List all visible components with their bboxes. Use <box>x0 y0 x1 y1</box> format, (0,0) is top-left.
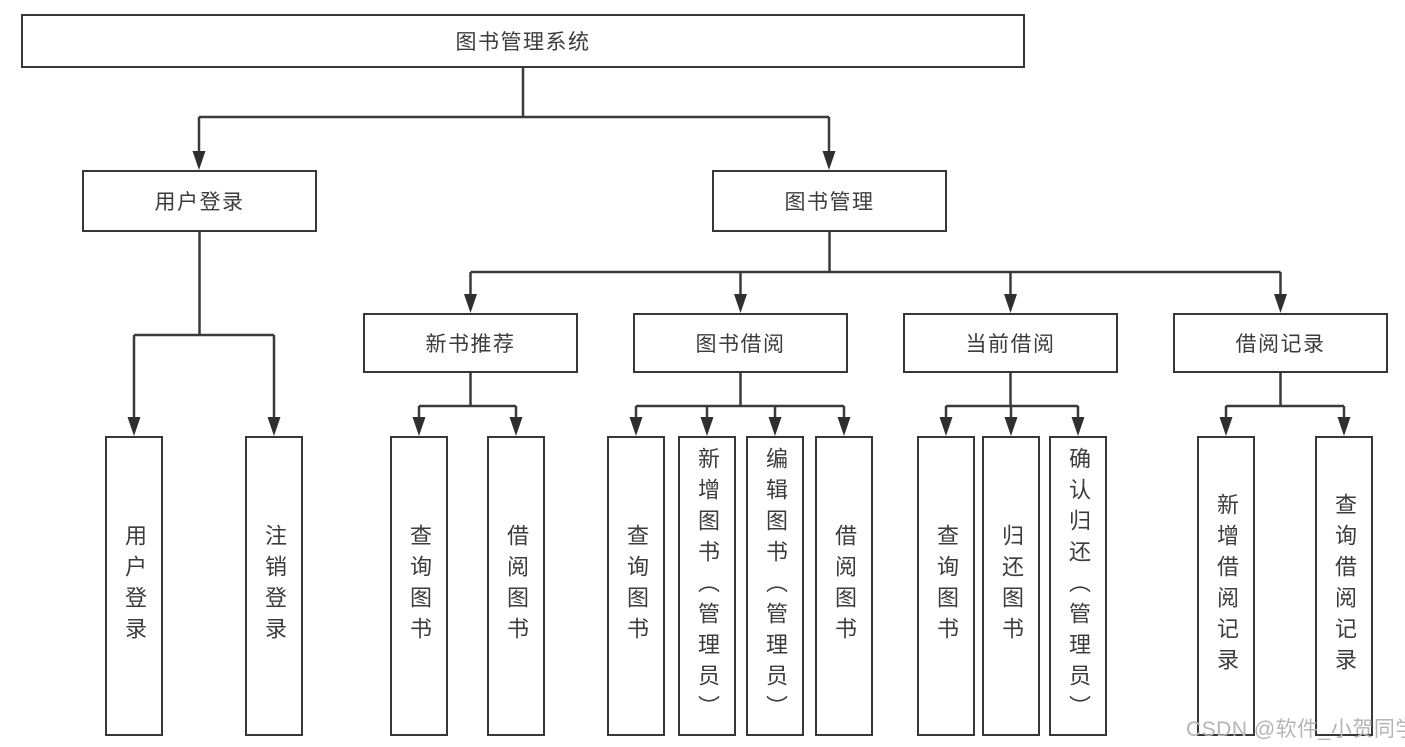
node-root: 图书管理系统 <box>21 14 1025 68</box>
arrow-icon <box>464 294 477 313</box>
arrow-icon <box>1071 417 1085 436</box>
node-cb-confirm-return-admin-label: 确认归还（管理员） <box>1066 446 1091 726</box>
node-root-label: 图书管理系统 <box>455 31 591 54</box>
node-leaf-user-login: 用户登录 <box>105 436 163 736</box>
node-bb-query-books: 查询图书 <box>607 436 665 736</box>
node-bb-add-books-admin-label: 新增图书（管理员） <box>695 446 720 726</box>
arrow-icon <box>1274 294 1287 313</box>
csdn-watermark: CSDN @软件_小贺同学 <box>1186 718 1405 741</box>
node-user-login: 用户登录 <box>82 170 317 232</box>
arrow-icon <box>768 417 782 436</box>
node-cb-return-books-label: 归还图书 <box>999 524 1024 648</box>
node-leaf-logout: 注销登录 <box>245 436 303 736</box>
connector-lines <box>132 68 1346 420</box>
node-nbr-borrow-books: 借阅图书 <box>487 436 545 736</box>
node-user-login-label: 用户登录 <box>154 191 245 214</box>
arrow-icon <box>192 151 206 170</box>
node-leaf-logout-label: 注销登录 <box>262 524 287 648</box>
node-bb-borrow-books: 借阅图书 <box>815 436 873 736</box>
node-br-query-borrow-record-label: 查询借阅记录 <box>1332 493 1357 679</box>
node-new-book-recommend-label: 新书推荐 <box>425 333 516 356</box>
arrow-icon <box>822 151 836 170</box>
node-new-book-recommend: 新书推荐 <box>363 313 578 373</box>
node-leaf-user-login-label: 用户登录 <box>122 524 147 648</box>
arrow-icon <box>1219 417 1233 436</box>
arrowheads <box>127 151 1351 436</box>
arrow-icon <box>837 417 851 436</box>
node-bb-query-books-label: 查询图书 <box>624 524 649 648</box>
node-current-borrow: 当前借阅 <box>903 313 1118 373</box>
node-nbr-query-books-label: 查询图书 <box>407 524 432 648</box>
node-bb-add-books-admin: 新增图书（管理员） <box>678 436 736 736</box>
node-book-borrow: 图书借阅 <box>633 313 848 373</box>
node-nbr-borrow-books-label: 借阅图书 <box>504 524 529 648</box>
arrow-icon <box>509 417 523 436</box>
node-br-add-borrow-record-label: 新增借阅记录 <box>1214 493 1239 679</box>
node-bb-edit-books-admin-label: 编辑图书（管理员） <box>763 446 788 726</box>
node-br-query-borrow-record: 查询借阅记录 <box>1315 436 1373 736</box>
arrow-icon <box>412 417 426 436</box>
node-cb-query-books-label: 查询图书 <box>934 524 959 648</box>
node-cb-query-books: 查询图书 <box>917 436 975 736</box>
arrow-icon <box>1004 417 1018 436</box>
node-bb-edit-books-admin: 编辑图书（管理员） <box>746 436 804 736</box>
node-borrow-records-label: 借阅记录 <box>1235 333 1326 356</box>
arrow-icon <box>939 417 953 436</box>
arrow-icon <box>1004 294 1017 313</box>
node-bb-borrow-books-label: 借阅图书 <box>832 524 857 648</box>
node-nbr-query-books: 查询图书 <box>390 436 448 736</box>
arrow-icon <box>734 294 747 313</box>
arrow-icon <box>629 417 643 436</box>
node-borrow-records: 借阅记录 <box>1173 313 1388 373</box>
node-cb-return-books: 归还图书 <box>982 436 1040 736</box>
node-br-add-borrow-record: 新增借阅记录 <box>1197 436 1255 736</box>
node-book-management: 图书管理 <box>712 170 947 232</box>
node-current-borrow-label: 当前借阅 <box>965 333 1056 356</box>
arrow-icon <box>1337 417 1351 436</box>
arrow-icon <box>127 417 141 436</box>
node-book-borrow-label: 图书借阅 <box>695 333 786 356</box>
node-cb-confirm-return-admin: 确认归还（管理员） <box>1049 436 1107 736</box>
node-book-management-label: 图书管理 <box>784 191 875 214</box>
arrow-icon <box>267 417 281 436</box>
arrow-icon <box>700 417 714 436</box>
